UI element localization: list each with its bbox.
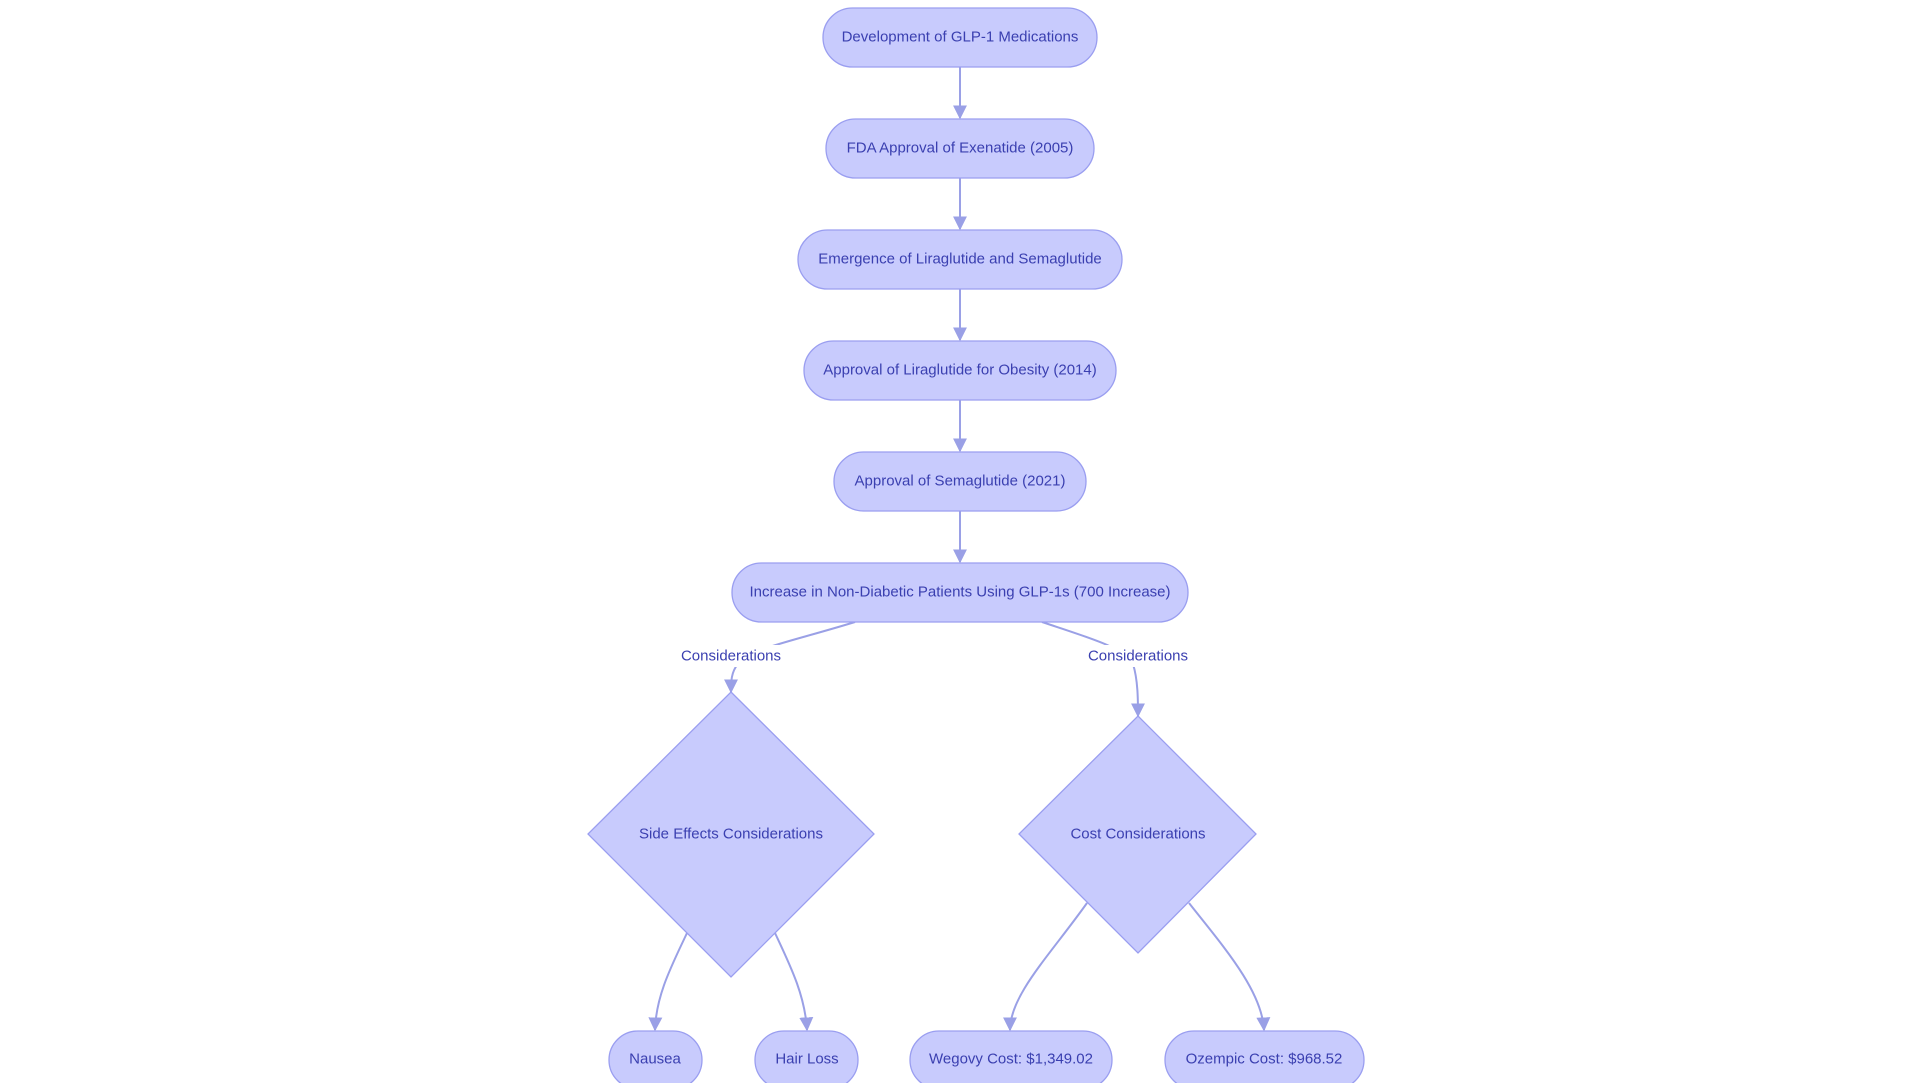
node-cost-label: Cost Considerations — [1070, 826, 1205, 843]
nodes: Development of GLP-1 Medications FDA App… — [587, 7, 1365, 1083]
node-approval-semaglutide: Approval of Semaglutide (2021) — [833, 451, 1087, 512]
node-hair-loss: Hair Loss — [754, 1030, 859, 1083]
node-wegovy-cost: Wegovy Cost: $1,349.02 — [909, 1030, 1113, 1083]
node-cost-considerations: Cost Considerations — [1018, 715, 1257, 954]
edge-labels: Considerations Considerations — [678, 645, 1192, 667]
node-fda-approval-exenatide-label: FDA Approval of Exenatide (2005) — [847, 140, 1074, 157]
node-nausea-label: Nausea — [629, 1051, 681, 1068]
node-increase-label: Increase in Non-Diabetic Patients Using … — [749, 584, 1170, 601]
edge-cost-to-wegovy — [1003, 902, 1088, 1032]
node-side-effects-considerations: Side Effects Considerations — [587, 691, 875, 978]
node-nausea: Nausea — [608, 1030, 703, 1083]
node-ozempic-cost: Ozempic Cost: $968.52 — [1164, 1030, 1365, 1083]
node-approval-liraglutide-label: Approval of Liraglutide for Obesity (201… — [823, 362, 1096, 379]
node-wegovy-cost-label: Wegovy Cost: $1,349.02 — [929, 1051, 1093, 1068]
edge-label-side: Considerations — [678, 645, 786, 667]
node-emergence-label: Emergence of Liraglutide and Semaglutide — [818, 251, 1102, 268]
node-increase-non-diabetic: Increase in Non-Diabetic Patients Using … — [731, 562, 1189, 623]
node-side-effects-label: Side Effects Considerations — [639, 826, 823, 843]
edge-side-to-hair — [774, 932, 814, 1032]
node-approval-liraglutide-obesity: Approval of Liraglutide for Obesity (201… — [803, 340, 1117, 401]
node-development-glp1-label: Development of GLP-1 Medications — [842, 29, 1079, 46]
edge-label-cost: Considerations — [1084, 645, 1192, 667]
node-development-glp1: Development of GLP-1 Medications — [822, 7, 1098, 68]
edge-label-cost-text: Considerations — [1088, 648, 1188, 665]
node-emergence-liraglutide-semaglutide: Emergence of Liraglutide and Semaglutide — [797, 229, 1123, 290]
node-approval-semaglutide-label: Approval of Semaglutide (2021) — [855, 473, 1066, 490]
node-hair-loss-label: Hair Loss — [775, 1051, 838, 1068]
node-ozempic-cost-label: Ozempic Cost: $968.52 — [1186, 1051, 1343, 1068]
edge-side-to-nausea — [648, 932, 688, 1032]
node-fda-approval-exenatide: FDA Approval of Exenatide (2005) — [825, 118, 1095, 179]
edge-increase-to-cost — [1041, 621, 1145, 718]
edge-cost-to-ozempic — [1188, 902, 1271, 1032]
edge-label-side-text: Considerations — [681, 648, 781, 665]
